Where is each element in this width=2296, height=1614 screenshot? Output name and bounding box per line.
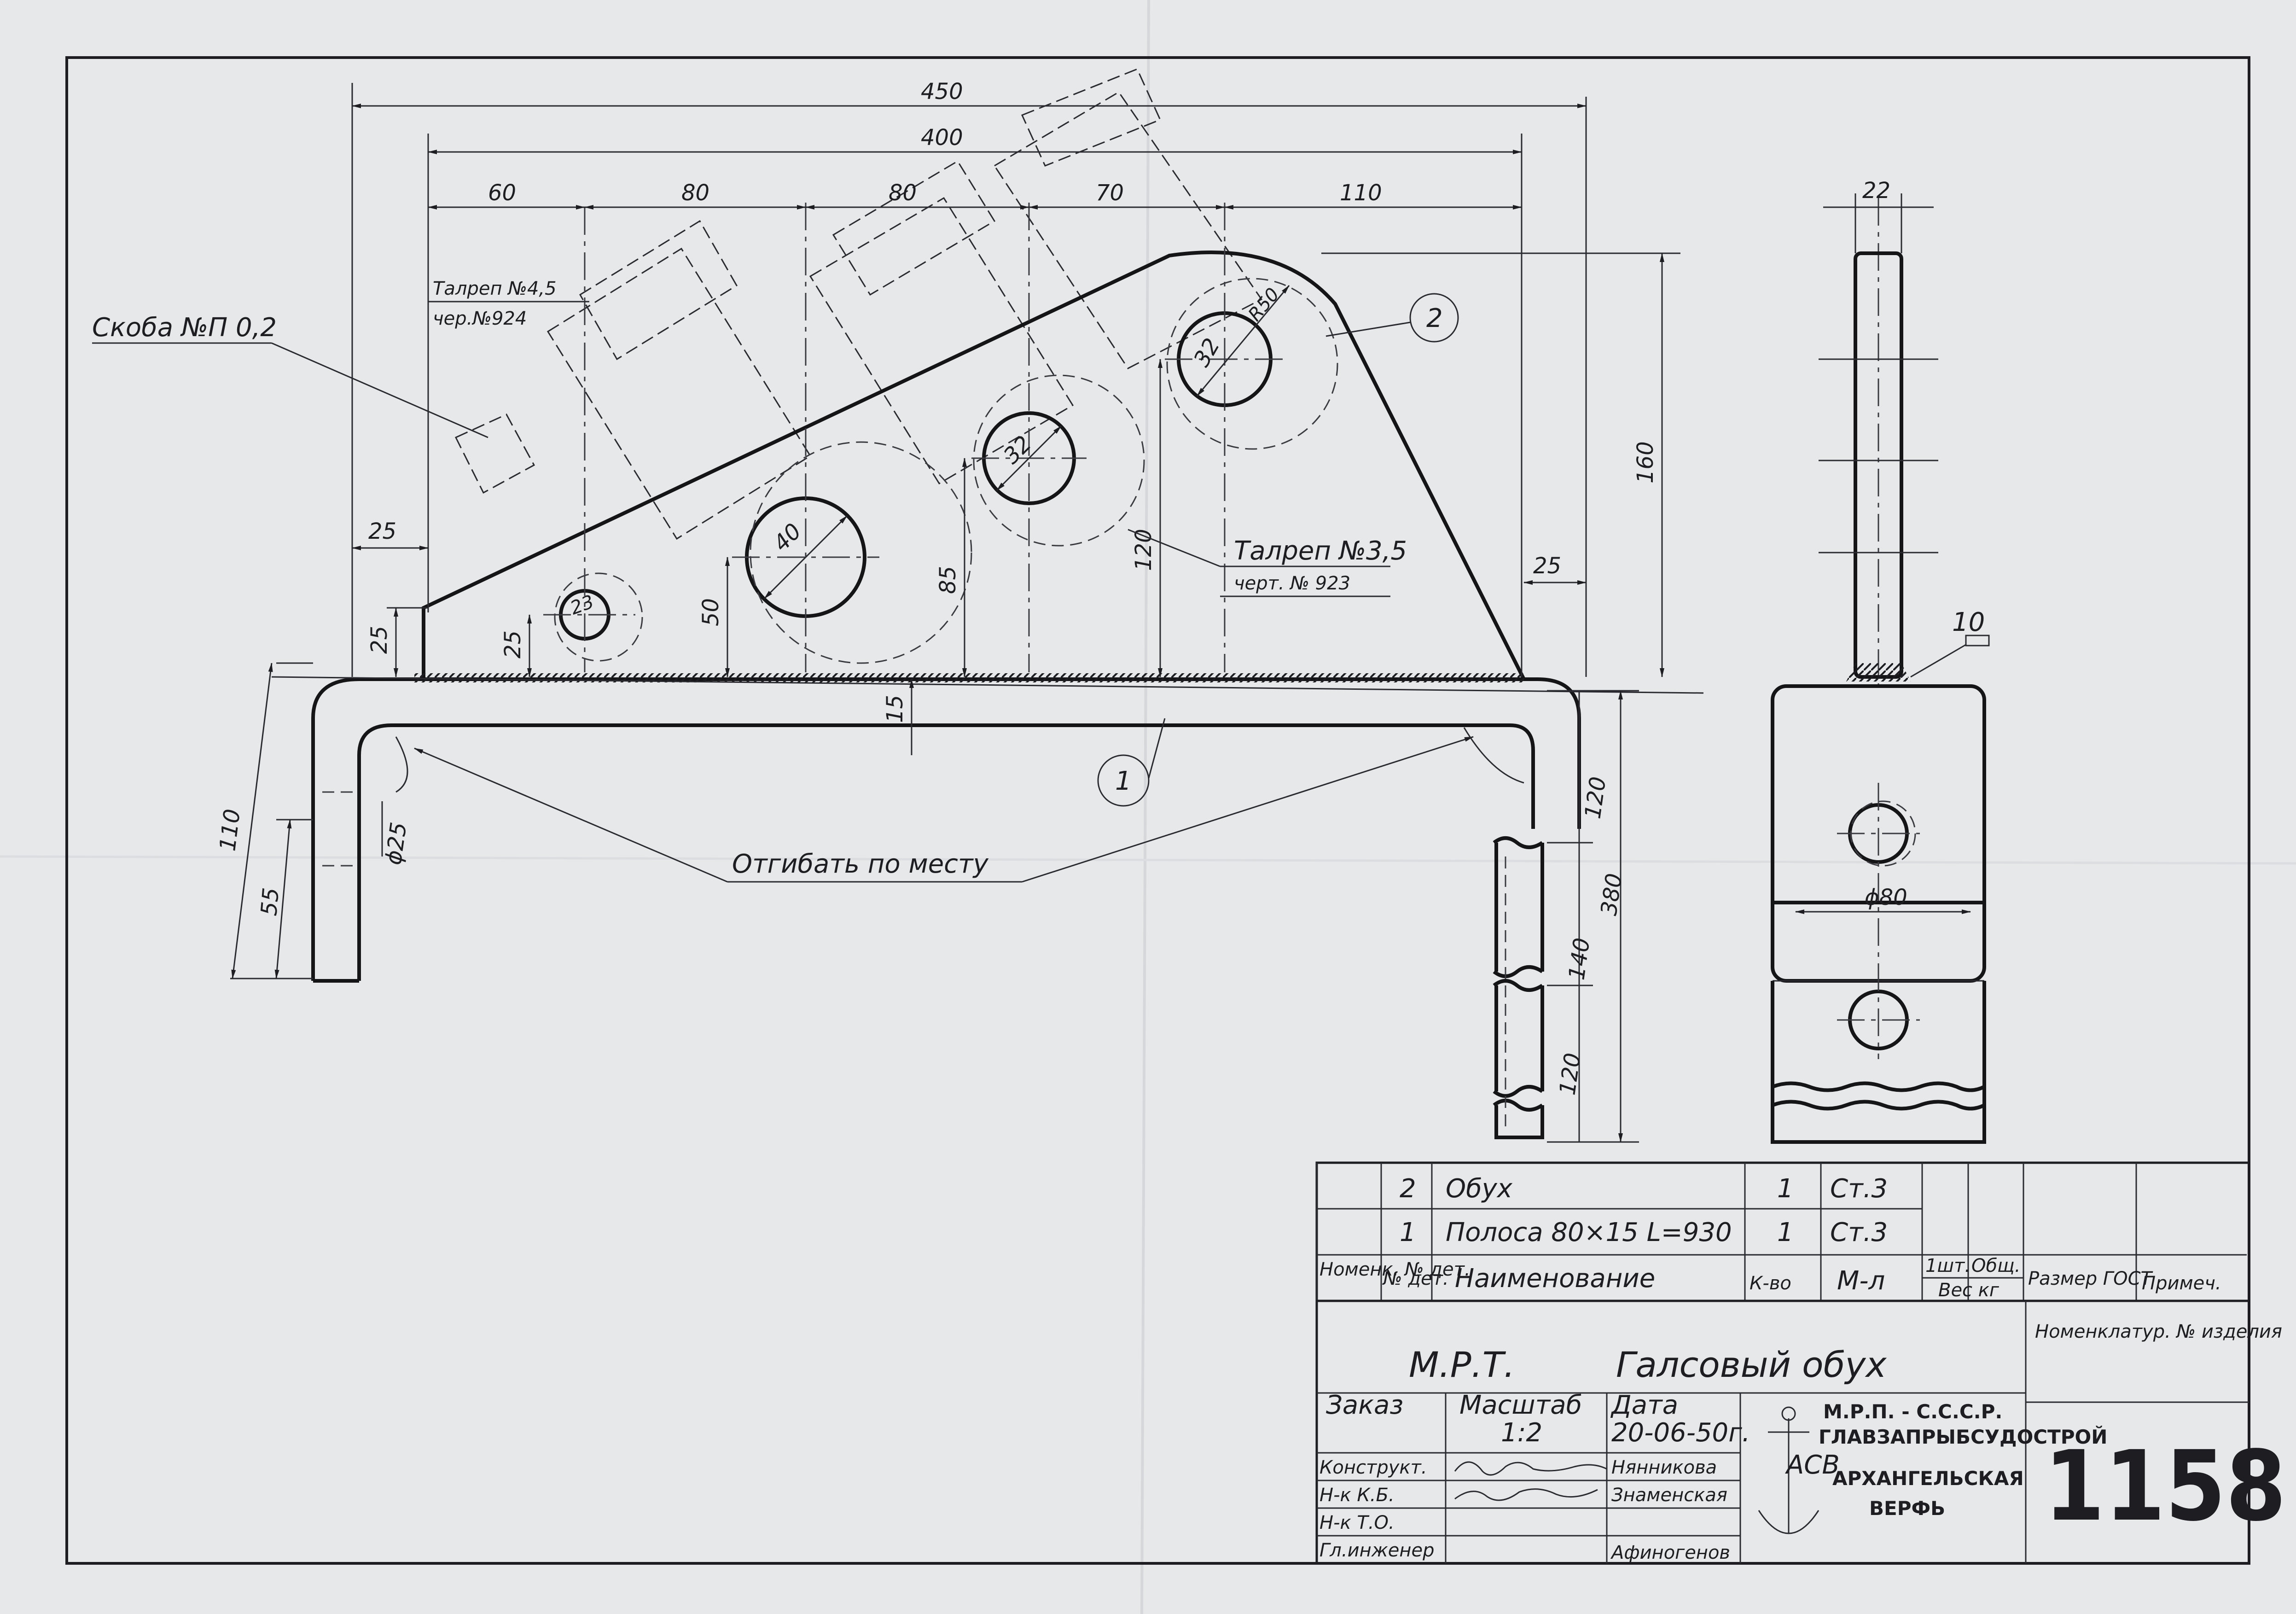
balloon-1 bbox=[1097, 754, 1150, 807]
turnbuckle1-callout: Талреп №4,5 bbox=[433, 278, 557, 299]
name-chief-engineer: Афиногенов bbox=[1610, 1542, 1730, 1563]
item-10-label: 10 bbox=[1952, 607, 1985, 637]
drawing-frame bbox=[65, 56, 2250, 1565]
callouts: Скоба №П 0,2 Талреп №4,5 чер.№924 Талреп… bbox=[92, 278, 1524, 883]
role-chief-engineer: Гл.инженер bbox=[1319, 1540, 1435, 1561]
dim-25-v: 25 bbox=[366, 626, 392, 654]
row2-qty: 1 bbox=[1777, 1174, 1794, 1204]
dim-110-left: 110 bbox=[215, 808, 245, 853]
shackle-callout: Скоба №П 0,2 bbox=[92, 313, 277, 343]
dim-22: 22 bbox=[1862, 178, 1890, 204]
turnbuckle1-drawing: чер.№924 bbox=[433, 308, 527, 329]
gusset-plate-outline bbox=[422, 251, 1526, 680]
dim-25-left: 25 bbox=[368, 519, 396, 544]
fold-crease bbox=[0, 855, 2296, 865]
org-ministry: М.Р.П. - С.С.С.Р. bbox=[1823, 1400, 2002, 1423]
row2-name: Обух bbox=[1446, 1174, 1513, 1204]
role-designer: Конструкт. bbox=[1319, 1457, 1427, 1478]
hole-40-phantom bbox=[750, 441, 972, 664]
signature-2 bbox=[1454, 1488, 1598, 1501]
hdr-remark: Примеч. bbox=[2142, 1273, 2221, 1294]
front-view: 450 400 60 80 80 70 110 160 25 25 25 25 … bbox=[92, 68, 1704, 1143]
name-designer: Нянникова bbox=[1611, 1457, 1717, 1478]
logo-letters: АСВ bbox=[1785, 1450, 1840, 1480]
hdr-size: Размер ГОСТ bbox=[2028, 1268, 2153, 1289]
hdr-unit-weight: 1шт. bbox=[1925, 1255, 1970, 1276]
dim-160: 160 bbox=[1633, 441, 1658, 484]
name-head-kb: Знаменская bbox=[1611, 1485, 1727, 1506]
dim-dia80: ϕ80 bbox=[1865, 885, 1907, 910]
hdr-weight-unit: Вес кг bbox=[1938, 1280, 2000, 1301]
fold-crease bbox=[1140, 0, 1150, 1614]
dim-400: 400 bbox=[921, 125, 963, 151]
row1-material: Ст.3 bbox=[1830, 1218, 1888, 1247]
dim-120-r1: 120 bbox=[1580, 775, 1611, 821]
drawing-code: М.Р.Т. bbox=[1409, 1344, 1515, 1385]
dim-dia25: ϕ25 bbox=[380, 821, 412, 867]
row2-item: 2 bbox=[1400, 1174, 1416, 1204]
hdr-material: М-л bbox=[1837, 1266, 1885, 1296]
role-head-kb: Н-к К.Б. bbox=[1319, 1485, 1395, 1506]
dim-85: 85 bbox=[935, 566, 961, 594]
dim-120-r2: 120 bbox=[1554, 1051, 1586, 1097]
dim-140: 140 bbox=[1564, 936, 1595, 982]
balloon-1-label: 1 bbox=[1115, 766, 1132, 796]
dim-55: 55 bbox=[256, 886, 284, 917]
side-strip-lower bbox=[1771, 981, 1986, 1144]
weld-seam bbox=[414, 673, 1524, 682]
drawing-title: Галсовый обух bbox=[1616, 1344, 1887, 1385]
parts-list: 2 Обух 1 Ст.3 1 Полоса 80×15 L=930 1 Ст.… bbox=[1315, 1161, 2250, 1302]
right-leg bbox=[1493, 836, 1544, 1139]
role-head-to: Н-к Т.О. bbox=[1319, 1512, 1395, 1533]
org-yard-1: АРХАНГЕЛЬСКАЯ bbox=[1832, 1467, 2024, 1490]
hdr-qty: К-во bbox=[1750, 1273, 1791, 1294]
signature-1 bbox=[1454, 1461, 1607, 1476]
order-label: Заказ bbox=[1326, 1390, 1403, 1420]
hole-32a-phantom bbox=[973, 374, 1145, 547]
drawing-number: 1158 bbox=[2044, 1430, 2286, 1543]
org-yard-2: ВЕРФЬ bbox=[1869, 1497, 1945, 1520]
vertical-dims: 160 25 25 25 25 50 85 120 15 110 bbox=[215, 252, 1680, 1143]
hdr-name: Наименование bbox=[1455, 1264, 1655, 1294]
balloon-2-label: 2 bbox=[1426, 303, 1443, 333]
turnbuckle2-drawing: черт. № 923 bbox=[1234, 573, 1350, 594]
side-ticks bbox=[1819, 358, 1938, 554]
row2-material: Ст.3 bbox=[1830, 1174, 1888, 1204]
dim-80b: 80 bbox=[889, 180, 917, 206]
hdr-total-weight: Общ. bbox=[1971, 1255, 2021, 1276]
balloon-2 bbox=[1409, 293, 1459, 343]
hole-23-phantom bbox=[554, 572, 643, 662]
row1-item: 1 bbox=[1400, 1218, 1416, 1247]
scale-label: Масштаб bbox=[1459, 1390, 1582, 1420]
dim-70: 70 bbox=[1096, 180, 1124, 206]
strip-inner bbox=[357, 723, 1535, 981]
dim-15: 15 bbox=[882, 695, 908, 723]
dim-110: 110 bbox=[1340, 180, 1382, 206]
side-view: 22 ϕ80 10 bbox=[1771, 178, 1990, 1144]
date-label: Дата bbox=[1610, 1390, 1678, 1420]
dim-380: 380 bbox=[1596, 872, 1627, 917]
anchor-logo: АСВ bbox=[1758, 1406, 1840, 1534]
hdr-nomenclature: Номенк. № дет. bbox=[1319, 1259, 1471, 1280]
row1-qty: 1 bbox=[1777, 1218, 1794, 1247]
turnbuckle2-callout: Талреп №3,5 bbox=[1234, 536, 1407, 566]
row1-name: Полоса 80×15 L=930 bbox=[1446, 1218, 1732, 1247]
dim-25-right: 25 bbox=[1533, 553, 1561, 579]
dim-80a: 80 bbox=[681, 180, 709, 206]
dim-25-hole: 25 bbox=[500, 630, 526, 658]
title-block: М.Р.Т. Галсовый обух Номенклатур. № изде… bbox=[1315, 1299, 2286, 1565]
end-hole-hidden bbox=[322, 791, 359, 867]
bend-note: Отгибать по месту bbox=[732, 849, 989, 879]
hdr-item: № дет. bbox=[1382, 1268, 1449, 1289]
dim-60: 60 bbox=[488, 180, 516, 206]
nomenclature-label: Номенклатур. № изделия bbox=[2035, 1321, 2282, 1342]
org-agency: ГЛАВЗАПРЫБСУДОСТРОЙ bbox=[1819, 1425, 2107, 1448]
dim-50: 50 bbox=[698, 598, 724, 626]
hole-32b-phantom bbox=[1166, 278, 1338, 450]
dim-450: 450 bbox=[921, 79, 963, 105]
scale-value: 1:2 bbox=[1501, 1418, 1542, 1448]
date-value: 20-06-50г. bbox=[1611, 1418, 1750, 1448]
